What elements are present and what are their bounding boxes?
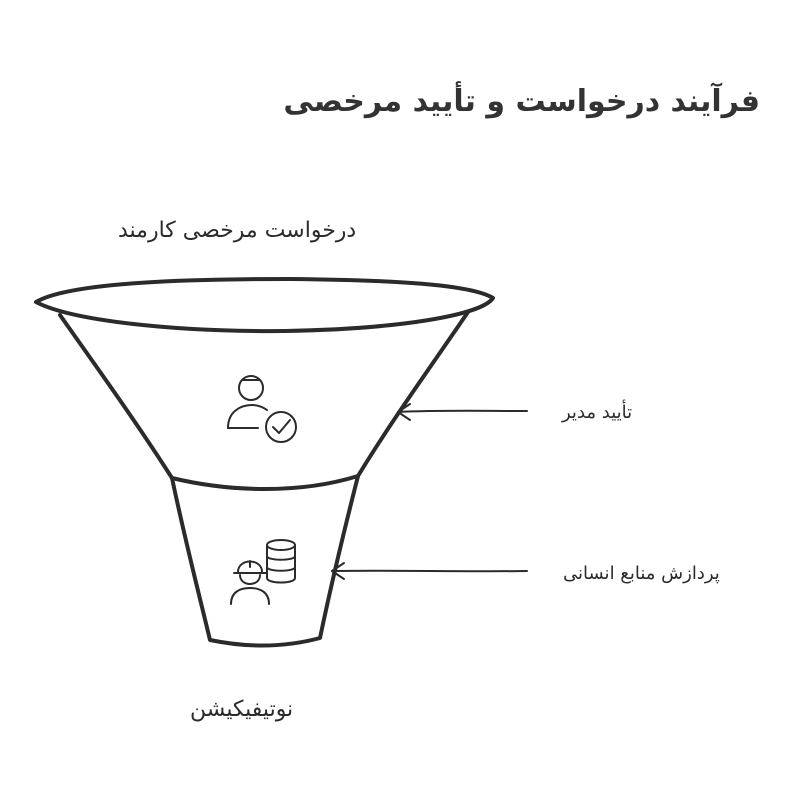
arrow-hr-processing — [331, 562, 528, 580]
funnel-body — [58, 310, 470, 648]
funnel-rim — [34, 277, 495, 334]
diagram-title: فرآیند درخواست و تأیید مرخصی — [283, 84, 760, 119]
stage-label-hr-processing: پردازش منابع انسانی — [563, 563, 720, 584]
funnel-output-label: نوتیفیکیشن — [190, 697, 294, 722]
arrow-manager-approval — [397, 403, 528, 421]
stage-divider — [170, 474, 360, 491]
user-database-icon — [230, 539, 296, 605]
stage-label-manager-approval: تأیید مدیر — [562, 402, 633, 423]
user-check-icon — [227, 375, 297, 443]
funnel-input-label: درخواست مرخصی کارمند — [118, 218, 357, 243]
